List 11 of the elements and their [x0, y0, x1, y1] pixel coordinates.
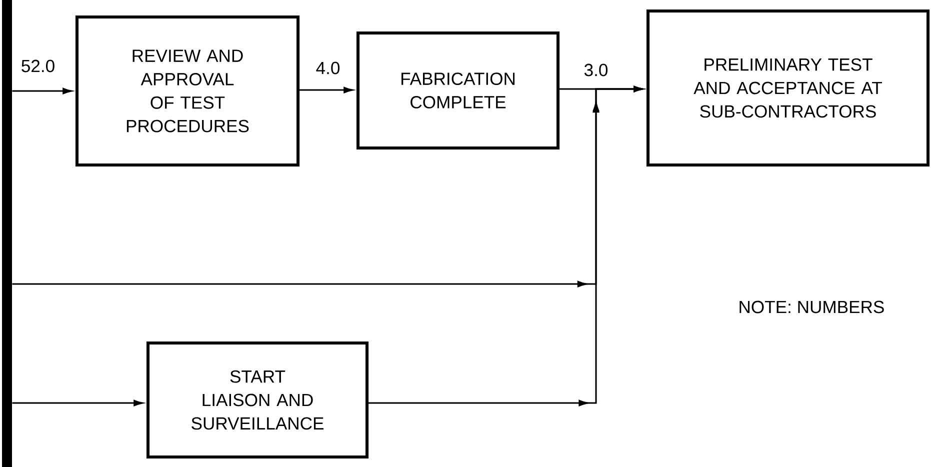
arrow — [12, 400, 143, 406]
edge-label: 52.0 — [20, 58, 56, 74]
process-box: PRELIMINARY TEST AND ACCEPTANCE AT SUB-CONTRACTORS — [646, 9, 930, 167]
process-box: START LIAISON AND SURVEILLANCE — [146, 341, 369, 459]
arrow — [368, 86, 643, 406]
process-box: FABRICATION COMPLETE — [356, 31, 560, 150]
note-text: NOTE: NUMBERS — [740, 300, 884, 314]
edge-label: 3.0 — [582, 62, 610, 78]
vertical-bar — [2, 0, 12, 467]
edge-label: 4.0 — [314, 60, 342, 76]
process-box: REVIEW AND APPROVAL OF TEST PROCEDURES — [75, 15, 300, 167]
